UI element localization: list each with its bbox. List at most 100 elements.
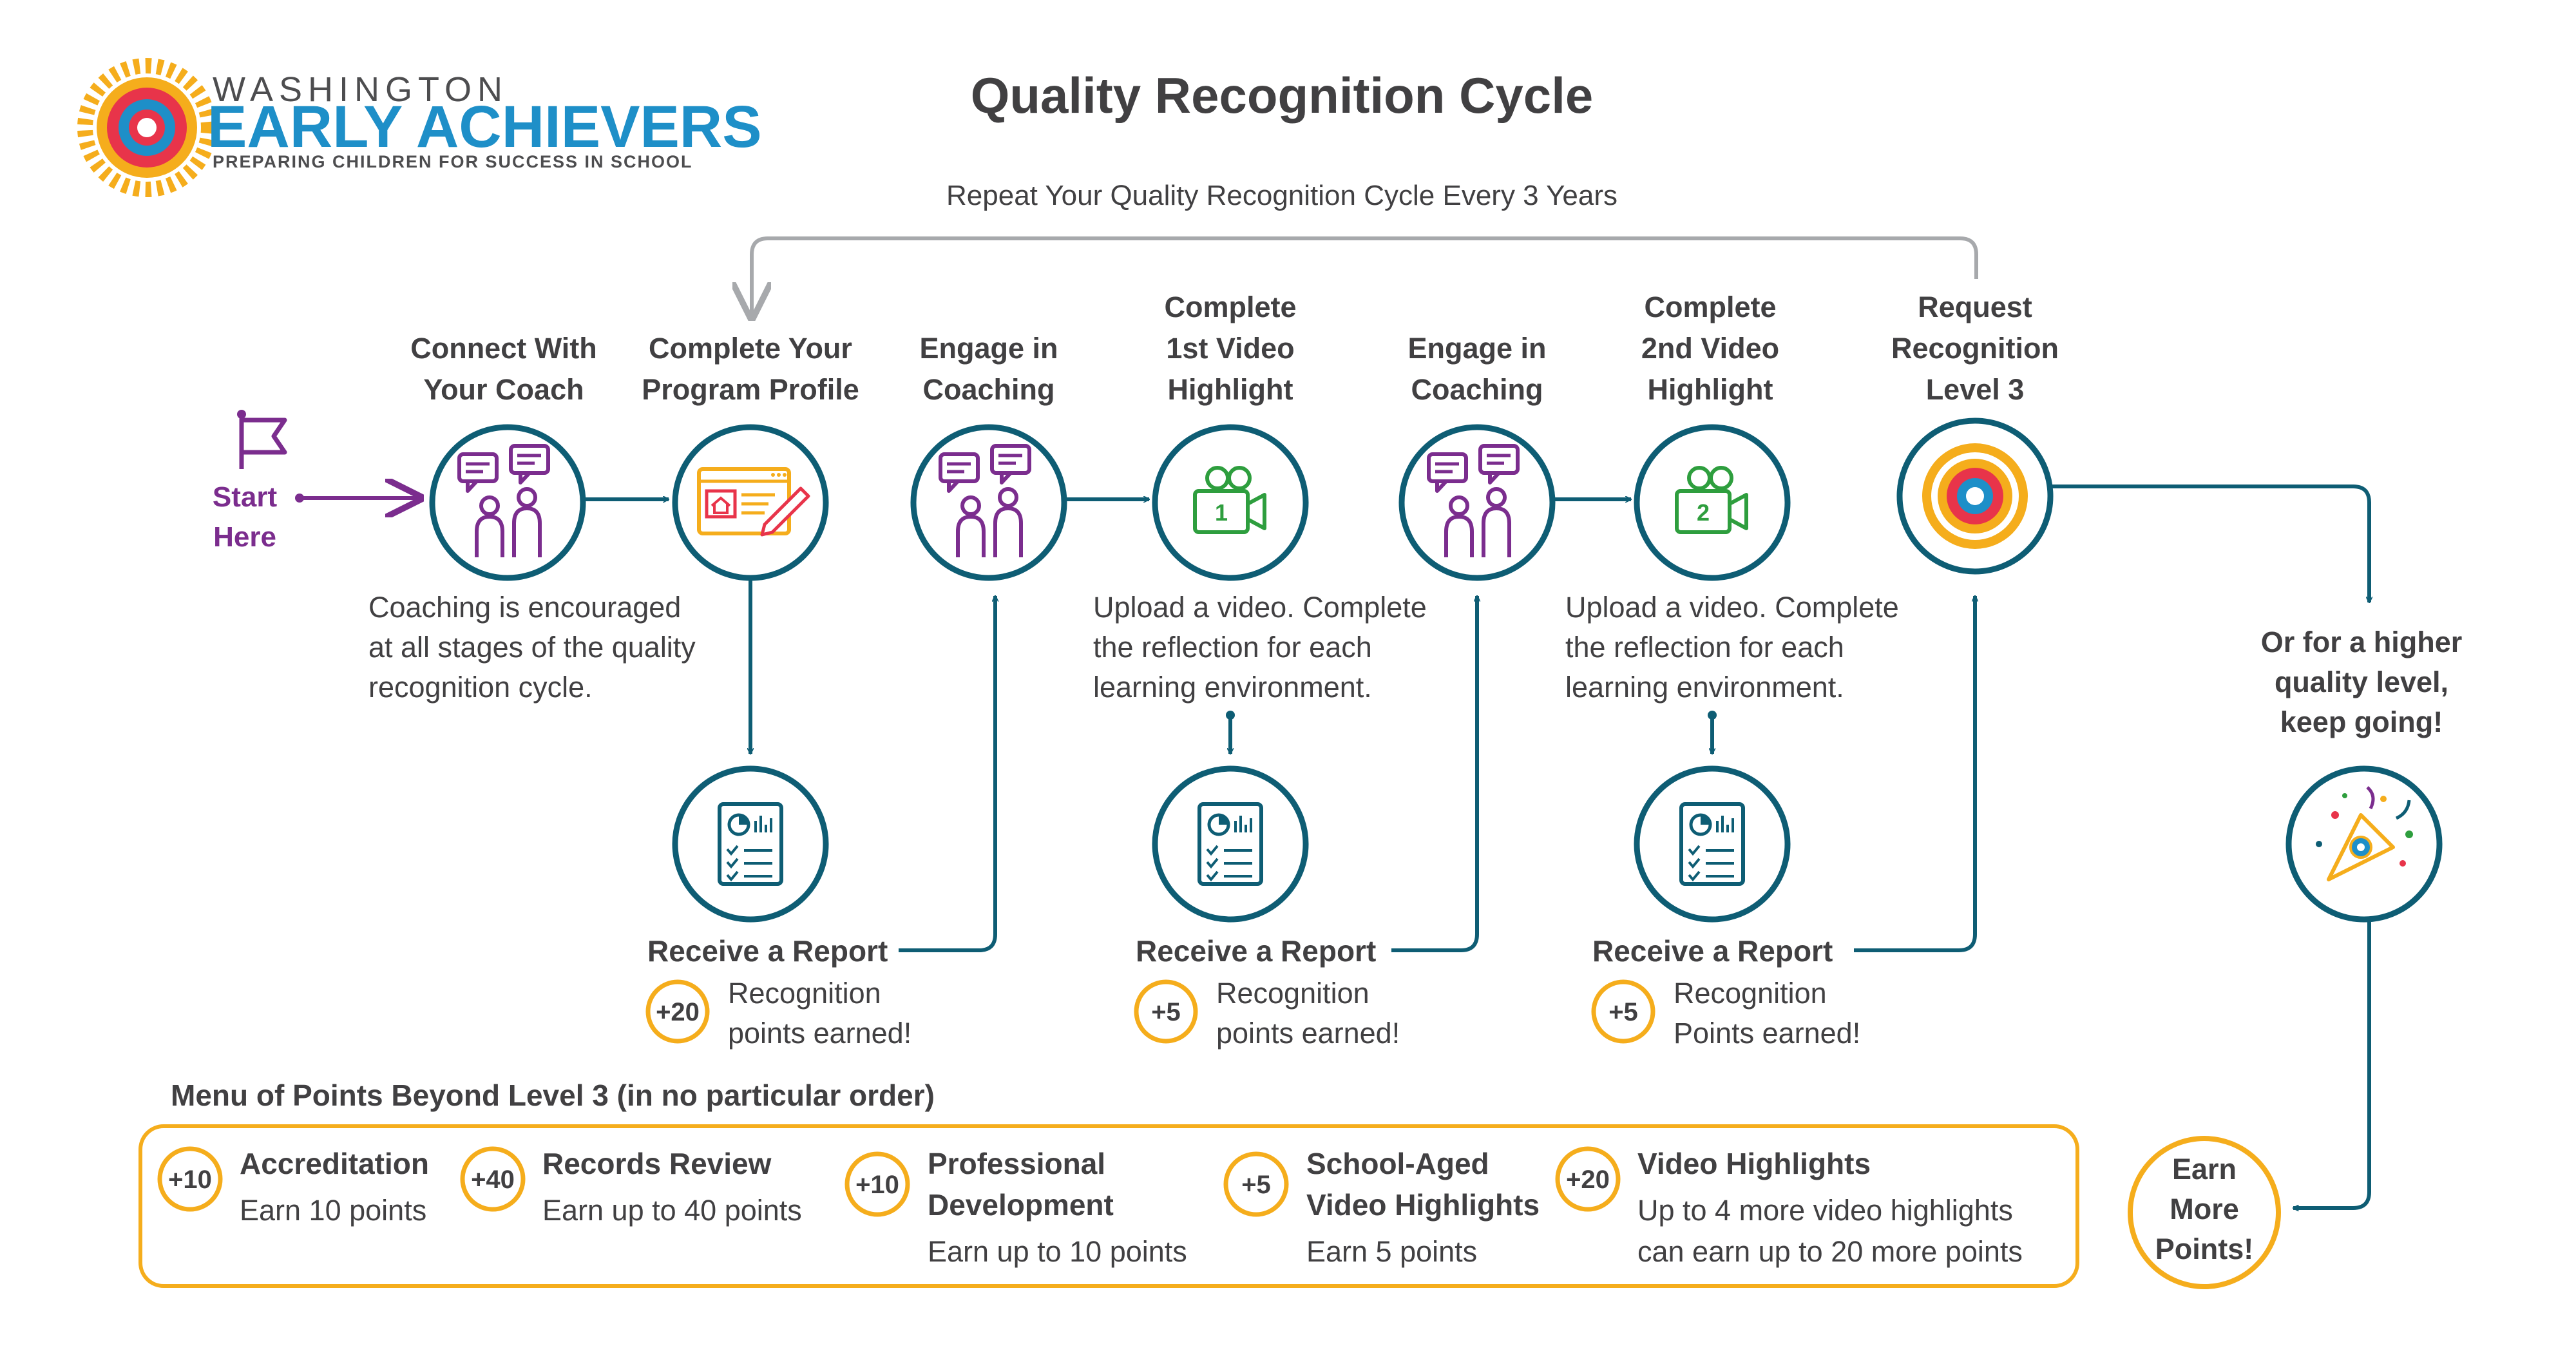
report-2-text-line1: Recognition bbox=[1216, 977, 1369, 1010]
menu-item-3-points: +10 bbox=[855, 1171, 899, 1199]
menu-item-1-title: Accreditation bbox=[240, 1147, 429, 1180]
report-1: Receive a Report +20 Recognition points … bbox=[645, 765, 911, 1050]
menu-item-2-points: +40 bbox=[471, 1166, 515, 1194]
menu-item-5-desc-line2: can earn up to 20 more points bbox=[1637, 1235, 2023, 1268]
higher-line3: keep going! bbox=[2280, 705, 2443, 738]
flow-arrows bbox=[584, 485, 2369, 1208]
step4-title-line2: 1st Video bbox=[1166, 332, 1294, 365]
earn-more-line2: More bbox=[2170, 1193, 2239, 1225]
earn-more-points: Earn More Points! bbox=[2128, 1136, 2281, 1289]
higher-line2: quality level, bbox=[2275, 666, 2448, 698]
party-popper-icon bbox=[2316, 786, 2413, 881]
step1-title-line1: Connect With bbox=[410, 332, 597, 365]
points-badge bbox=[1555, 1146, 1621, 1212]
video1-note-line2: the reflection for each bbox=[1093, 631, 1372, 664]
target-badge-icon bbox=[1922, 443, 2028, 549]
logo-main-text: EARLY ACHIEVERS bbox=[207, 94, 762, 160]
video2-note-line3: learning environment. bbox=[1565, 671, 1844, 704]
logo-sub-text: PREPARING CHILDREN FOR SUCCESS IN SCHOOL bbox=[213, 152, 693, 171]
higher-line1: Or for a higher bbox=[2261, 626, 2463, 658]
step5-title-line2: Coaching bbox=[1411, 373, 1543, 406]
points-badge bbox=[645, 979, 710, 1044]
report-2-points: +5 bbox=[1151, 998, 1181, 1026]
report-3-title: Receive a Report bbox=[1592, 934, 1833, 968]
video1-note-line1: Upload a video. Complete bbox=[1093, 591, 1427, 624]
step7-request-recognition bbox=[1896, 417, 2054, 575]
step4-title-line3: Highlight bbox=[1168, 373, 1293, 406]
coaching-note-line1: Coaching is encouraged bbox=[368, 591, 681, 624]
menu-item-4-title-line1: School-Aged bbox=[1306, 1147, 1489, 1180]
start-text-line1: Start bbox=[213, 481, 278, 513]
menu-item-accreditation: +10 Accreditation Earn 10 points bbox=[157, 1146, 429, 1227]
report-3: Receive a Report +5 Recognition Points e… bbox=[1591, 765, 1860, 1050]
video2-note-line2: the reflection for each bbox=[1565, 631, 1844, 664]
start-here: Start Here bbox=[213, 410, 420, 553]
menu-item-1-points: +10 bbox=[168, 1166, 212, 1194]
step1-title-line2: Your Coach bbox=[423, 373, 584, 406]
step3-title-line2: Coaching bbox=[922, 373, 1054, 406]
step7-title-line3: Level 3 bbox=[1926, 373, 2025, 406]
step6-video-highlight-2: 2 bbox=[1634, 424, 1791, 581]
menu-item-4-desc: Earn 5 points bbox=[1306, 1235, 1477, 1268]
program-profile-icon bbox=[697, 467, 810, 537]
step6-title-line3: Highlight bbox=[1648, 373, 1773, 406]
step-titles: Connect With Your Coach Complete Your Pr… bbox=[410, 291, 2059, 406]
earn-more-line3: Points! bbox=[2155, 1233, 2254, 1265]
step3-engage-coaching bbox=[910, 424, 1067, 581]
start-flag-icon bbox=[237, 410, 287, 469]
logo: WASHINGTON EARLY ACHIEVERS PREPARING CHI… bbox=[77, 58, 762, 197]
report-3-text-line1: Recognition bbox=[1674, 977, 1827, 1010]
coaching-note-line2: at all stages of the quality bbox=[368, 631, 696, 664]
step2-title-line1: Complete Your bbox=[649, 332, 852, 365]
coaching-note-line3: recognition cycle. bbox=[368, 671, 593, 704]
menu-item-4-title-line2: Video Highlights bbox=[1306, 1188, 1540, 1222]
video-number-2: 2 bbox=[1697, 499, 1710, 526]
video2-note-line1: Upload a video. Complete bbox=[1565, 591, 1899, 624]
page-title: Quality Recognition Cycle bbox=[971, 67, 1594, 124]
points-badge bbox=[844, 1151, 910, 1217]
menu-item-3-title-line2: Development bbox=[928, 1188, 1114, 1222]
step6-title-line2: 2nd Video bbox=[1641, 332, 1779, 365]
report-1-text-line1: Recognition bbox=[728, 977, 881, 1010]
menu-item-5-title: Video Highlights bbox=[1637, 1147, 1871, 1180]
video2-note: Upload a video. Complete the reflection … bbox=[1565, 591, 1899, 704]
report-2-title: Receive a Report bbox=[1136, 934, 1376, 968]
menu-item-1-desc: Earn 10 points bbox=[240, 1194, 426, 1227]
step3-title-line1: Engage in bbox=[919, 332, 1058, 365]
points-badge bbox=[1134, 979, 1198, 1044]
menu-item-3-title-line1: Professional bbox=[928, 1147, 1105, 1180]
menu-item-video-highlights: +20 Video Highlights Up to 4 more video … bbox=[1555, 1146, 2023, 1268]
video-number-1: 1 bbox=[1215, 499, 1228, 526]
step4-video-highlight-1: 1 bbox=[1152, 424, 1309, 581]
report-2-text-line2: points earned! bbox=[1216, 1017, 1400, 1050]
repeat-cycle-label: Repeat Your Quality Recognition Cycle Ev… bbox=[946, 180, 1617, 211]
menu-item-3-desc: Earn up to 10 points bbox=[928, 1235, 1187, 1268]
start-text-line2: Here bbox=[213, 521, 276, 553]
repeat-cycle-arrow bbox=[752, 236, 1978, 317]
earn-more-line1: Earn bbox=[2172, 1153, 2237, 1185]
points-badge bbox=[1591, 979, 1655, 1044]
report-1-points: +20 bbox=[656, 998, 700, 1026]
step5-engage-coaching bbox=[1398, 424, 1556, 581]
report-3-text-line2: Points earned! bbox=[1674, 1017, 1860, 1050]
menu-box bbox=[138, 1124, 2079, 1288]
points-badge bbox=[1223, 1151, 1289, 1217]
menu-item-professional-development: +10 Professional Development Earn up to … bbox=[844, 1147, 1187, 1268]
step1-connect-coach bbox=[429, 424, 586, 581]
menu-item-5-desc-line1: Up to 4 more video highlights bbox=[1637, 1194, 2013, 1227]
report-2: Receive a Report +5 Recognition points e… bbox=[1134, 765, 1400, 1050]
video1-note-line3: learning environment. bbox=[1093, 671, 1372, 704]
step7-title-line1: Request bbox=[1918, 291, 2032, 323]
step6-title-line1: Complete bbox=[1644, 291, 1776, 323]
report-1-text-line2: points earned! bbox=[728, 1017, 911, 1050]
menu-title: Menu of Points Beyond Level 3 (in no par… bbox=[171, 1079, 935, 1112]
celebration-badge bbox=[2285, 765, 2443, 923]
report-3-points: +5 bbox=[1608, 998, 1638, 1026]
menu-item-school-aged-video: +5 School-Aged Video Highlights Earn 5 p… bbox=[1223, 1147, 1540, 1268]
menu-item-records-review: +40 Records Review Earn up to 40 points bbox=[460, 1146, 802, 1227]
points-badge bbox=[157, 1146, 223, 1212]
video1-note: Upload a video. Complete the reflection … bbox=[1093, 591, 1427, 704]
points-badge bbox=[460, 1146, 526, 1212]
step2-title-line2: Program Profile bbox=[642, 373, 859, 406]
